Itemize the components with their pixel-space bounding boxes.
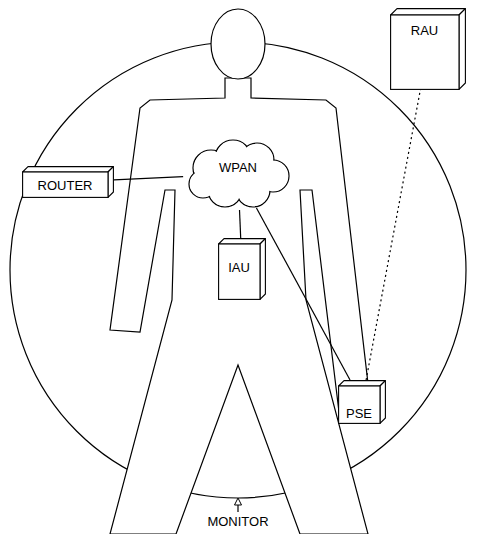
text-area: RAU bbox=[390, 15, 459, 90]
network-cloud: WPAN bbox=[183, 138, 293, 210]
node-text: WPAN bbox=[219, 160, 257, 175]
node-text: PSE bbox=[346, 406, 372, 421]
box-side-face bbox=[459, 9, 465, 90]
box-front-face bbox=[23, 172, 108, 197]
monitor-arrowhead bbox=[235, 498, 242, 505]
node-text: ROUTER bbox=[38, 178, 93, 193]
text-area: PSE bbox=[338, 386, 380, 424]
box-side-face bbox=[260, 239, 265, 300]
box-front-face bbox=[219, 244, 260, 299]
cloud-fill bbox=[218, 155, 260, 197]
connector-line bbox=[366, 90, 420, 380]
connector-line bbox=[240, 210, 241, 238]
box-front-face bbox=[339, 386, 380, 423]
text-area: ROUTER bbox=[22, 172, 108, 198]
text-area: WPAN bbox=[183, 138, 293, 210]
box-top-face bbox=[391, 9, 466, 15]
shape-outline bbox=[390, 8, 466, 90]
connector-line bbox=[256, 208, 350, 380]
box-top-face bbox=[23, 167, 114, 172]
box-top-face bbox=[219, 239, 266, 244]
head-outline bbox=[211, 9, 265, 79]
cloud-fill bbox=[190, 171, 216, 197]
unit-box: IAU bbox=[218, 238, 266, 300]
box-side-face bbox=[380, 381, 385, 424]
unit-box: RAU bbox=[390, 8, 466, 90]
monitor-leader bbox=[237, 505, 238, 512]
box-front-face bbox=[391, 15, 459, 89]
connector-line bbox=[114, 177, 183, 180]
box-side-face bbox=[108, 167, 113, 198]
box-top-face bbox=[339, 381, 386, 386]
node-text: IAU bbox=[228, 260, 250, 275]
unit-box: ROUTER bbox=[22, 166, 114, 198]
body-outline bbox=[110, 78, 372, 534]
monitor-label: MONITOR bbox=[205, 514, 270, 529]
unit-box: PSE bbox=[338, 380, 386, 424]
text-area: IAU bbox=[218, 244, 260, 300]
node-text: RAU bbox=[411, 23, 438, 38]
